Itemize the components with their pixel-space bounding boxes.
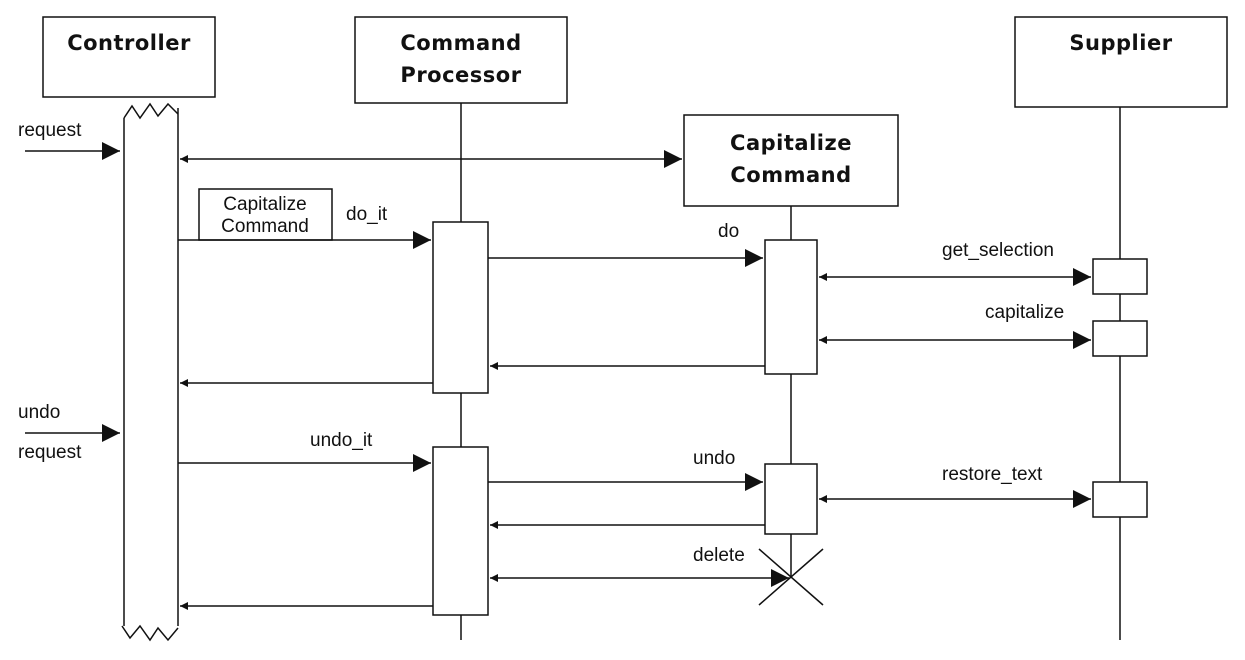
destroy-mark (758, 548, 824, 606)
undo-label: undo (18, 402, 60, 423)
controller-label: Controller (67, 31, 191, 55)
undo-message-label: undo (693, 448, 735, 469)
do-label: do (718, 221, 739, 242)
controller-activation (121, 102, 179, 642)
supplier-activation-2 (1092, 320, 1148, 357)
command-processor-label-line1: Command (400, 31, 521, 55)
supplier-label: Supplier (1069, 31, 1172, 55)
participant-supplier: Supplier (1014, 16, 1228, 108)
capitalize-command-label-line1: Capitalize (730, 131, 852, 155)
get-selection-label: get_selection (942, 240, 1054, 261)
processor-activation-1 (432, 221, 489, 394)
capitalize-label: capitalize (985, 302, 1064, 323)
participant-controller: Controller (42, 16, 216, 98)
processor-activation-2 (432, 446, 489, 616)
supplier-activation-1 (1092, 258, 1148, 295)
restore-text-label: restore_text (942, 464, 1043, 485)
do-it-label: do_it (346, 204, 388, 225)
capitalize-command-label-line2: Command (730, 163, 851, 187)
undo-request-label: request (18, 442, 82, 463)
command-processor-label-line2: Processor (400, 63, 521, 87)
request-label: request (18, 120, 82, 141)
delete-label: delete (693, 545, 745, 566)
note-label-line2: Command (221, 216, 309, 237)
undo-it-label: undo_it (310, 430, 373, 451)
participant-command-processor: Command Processor (354, 16, 568, 104)
supplier-activation-3 (1092, 481, 1148, 518)
note-label-line1: Capitalize (223, 194, 306, 215)
participant-capitalize-command: Capitalize Command (683, 114, 899, 207)
capitalize-activation-2 (764, 463, 818, 535)
command-object-note: Capitalize Command (198, 188, 333, 241)
capitalize-activation-1 (764, 239, 818, 375)
